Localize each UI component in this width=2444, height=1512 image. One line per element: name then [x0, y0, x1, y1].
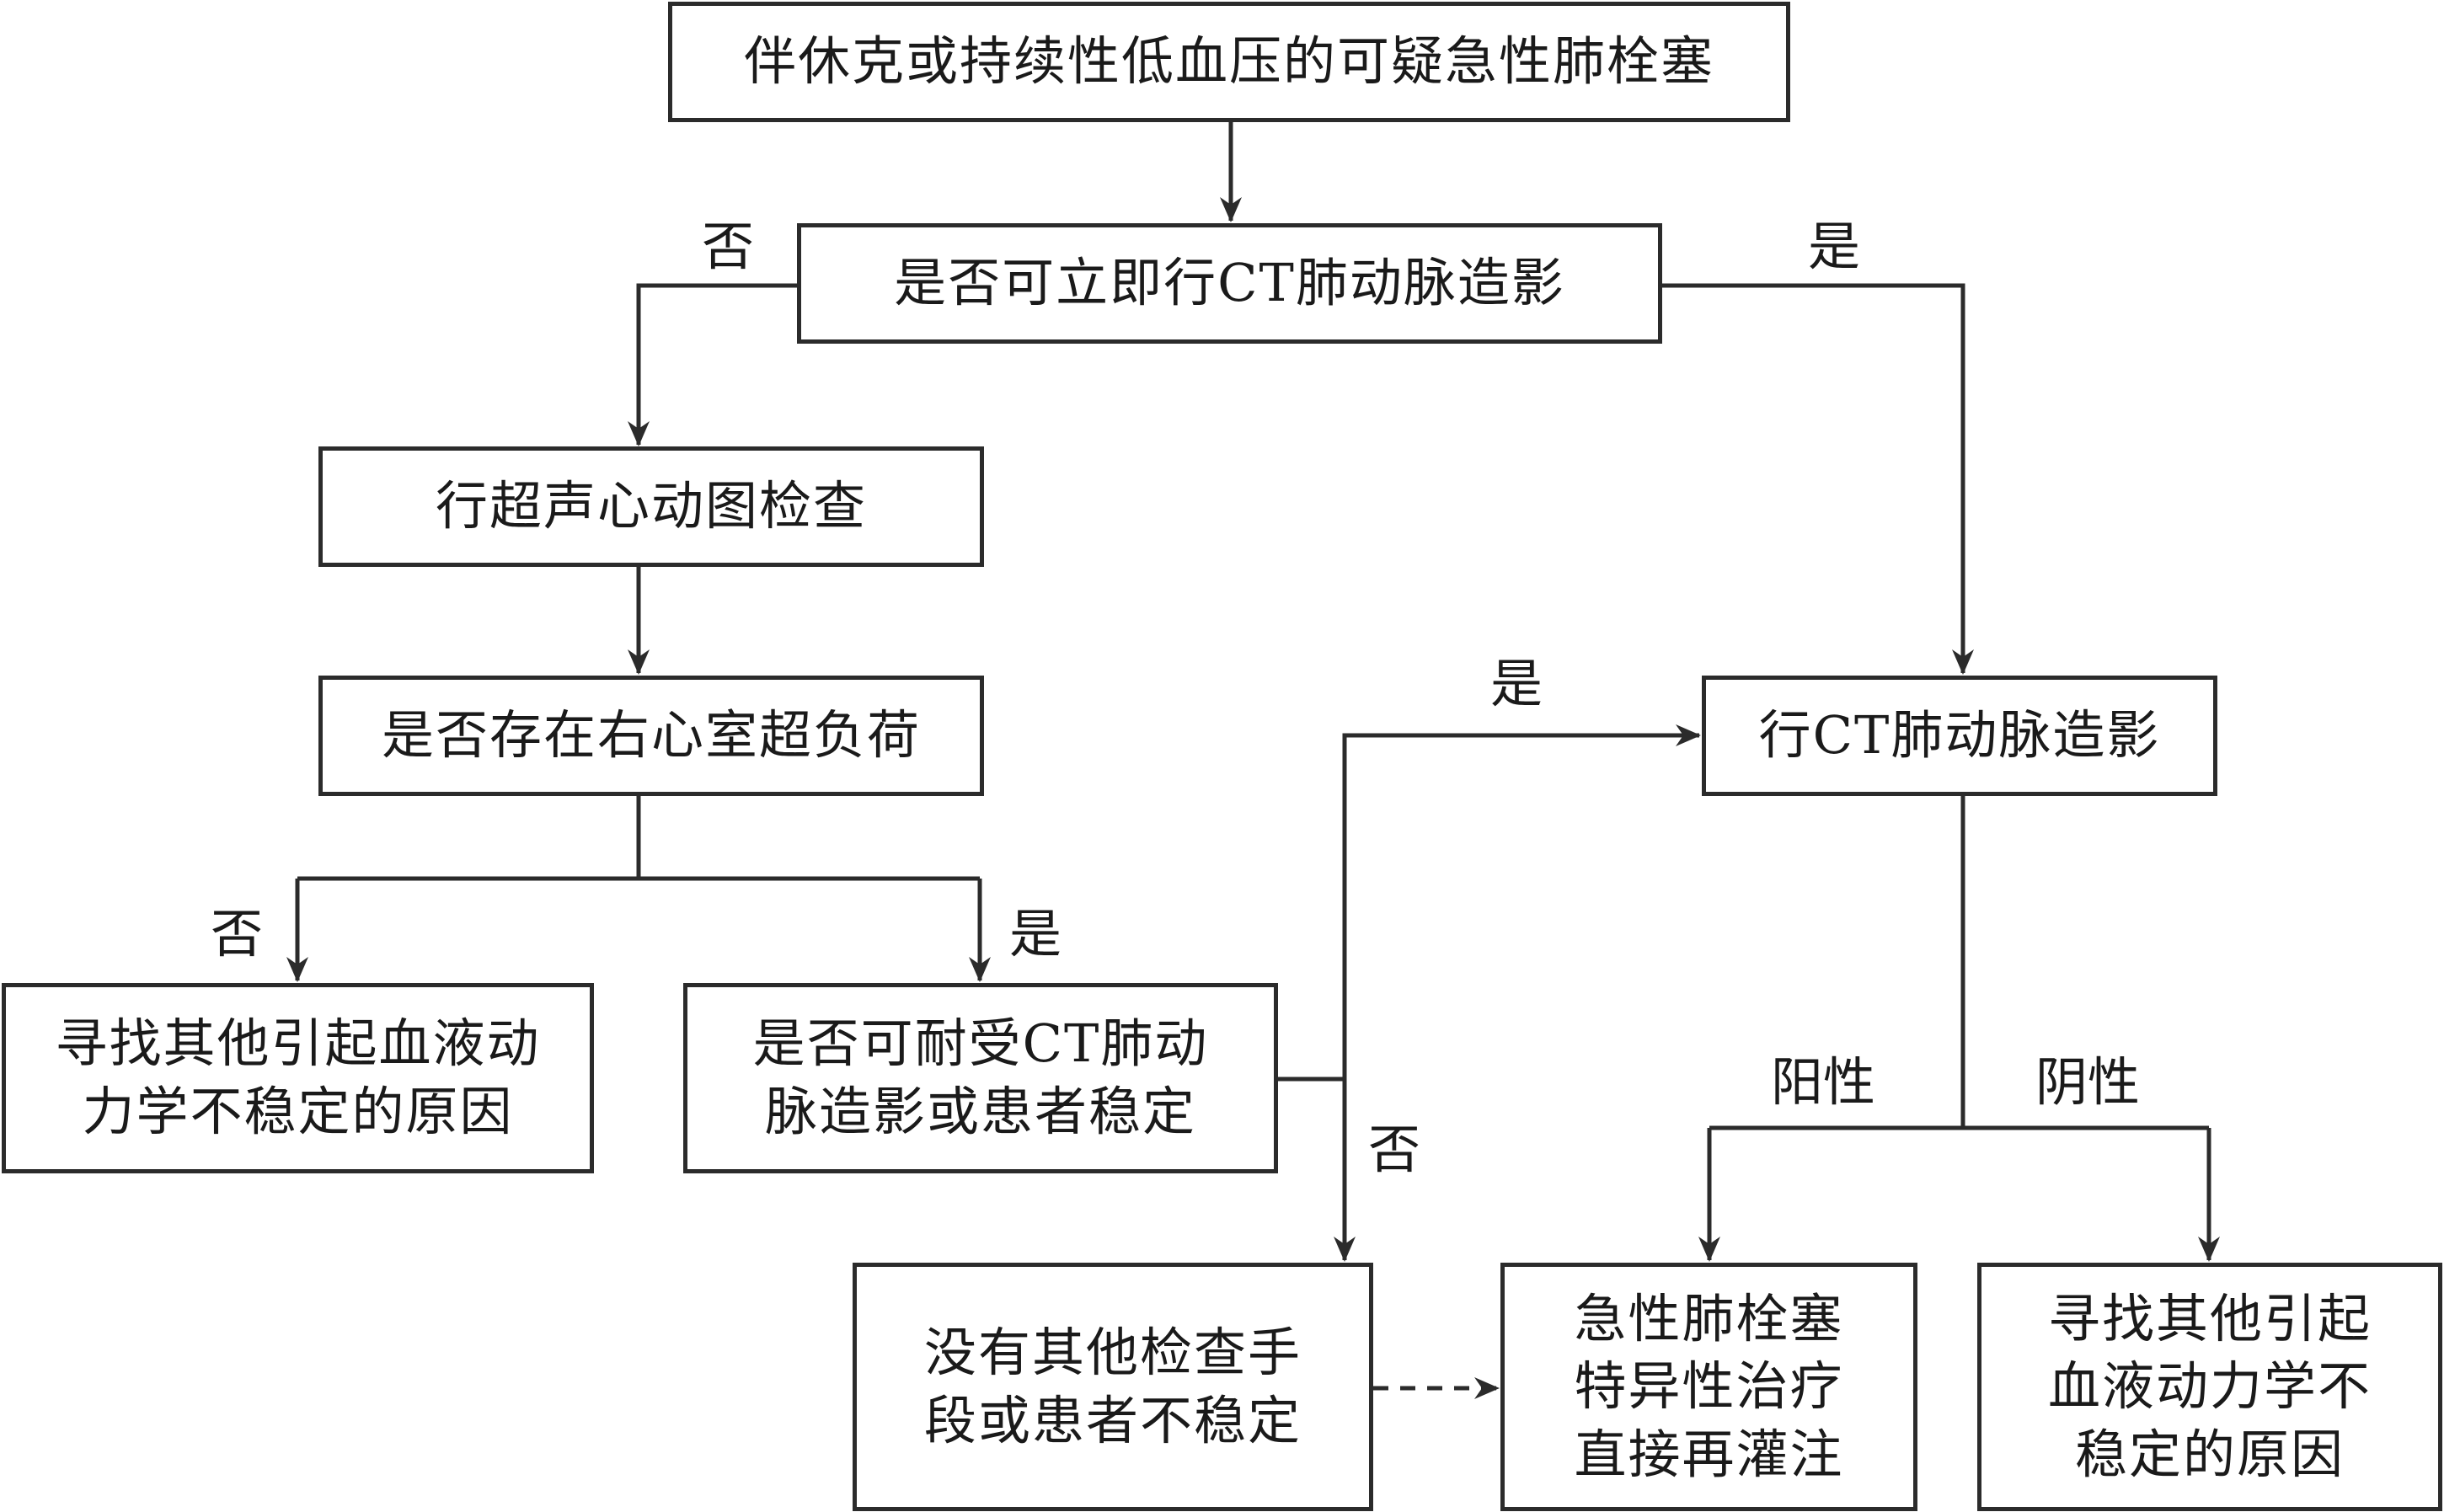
edge-ct-available-yes — [1662, 283, 1974, 675]
node-no-other-means-line-2: 段或患者不稳定 — [923, 1389, 1302, 1451]
node-pe-treatment-line-2: 特异性治疗 — [1574, 1355, 1844, 1418]
node-rv-overload-line-1: 是否存在右心室超负荷 — [381, 704, 921, 767]
node-other-cause-left-line-1: 寻找其他引起血液动 — [55, 1012, 541, 1075]
node-tolerate-ct: 是否可耐受CT肺动 脉造影或患者稳定 — [683, 983, 1278, 1173]
edge-ct-available-no — [628, 283, 797, 446]
edge-label-yes-2: 是 — [1009, 903, 1062, 964]
edge-label-negative: 阴性 — [2035, 1051, 2141, 1113]
edge-tolerate-ct-yes — [1342, 724, 1701, 1079]
node-echo-line-1: 行超声心动图检查 — [435, 475, 867, 537]
node-ct-available: 是否可立即行CT肺动脉造影 — [797, 223, 1662, 344]
node-other-cause-right-line-2: 血液动力学不 — [2047, 1355, 2372, 1418]
node-rv-overload: 是否存在右心室超负荷 — [318, 676, 984, 796]
node-other-cause-right-line-3: 稳定的原因 — [2074, 1423, 2345, 1485]
node-pe-treatment-line-3: 直接再灌注 — [1574, 1423, 1844, 1485]
node-ct-available-line-1: 是否可立即行CT肺动脉造影 — [894, 252, 1565, 314]
node-tolerate-ct-line-1: 是否可耐受CT肺动 — [752, 1012, 1209, 1075]
node-other-cause-left-line-2: 力学不稳定的原因 — [82, 1081, 514, 1142]
node-do-ct-line-1: 行CT肺动脉造影 — [1758, 704, 2161, 767]
node-do-ct: 行CT肺动脉造影 — [1702, 676, 2217, 796]
node-other-cause-right: 寻找其他引起 血液动力学不 稳定的原因 — [1977, 1263, 2442, 1511]
node-echo: 行超声心动图检查 — [318, 446, 984, 567]
node-pe-treatment: 急性肺栓塞 特异性治疗 直接再灌注 — [1500, 1263, 1917, 1511]
node-pe-treatment-line-1: 急性肺栓塞 — [1574, 1287, 1844, 1349]
edge-label-yes-1: 是 — [1808, 216, 1861, 277]
node-no-other-means: 没有其他检查手 段或患者不稳定 — [853, 1263, 1373, 1511]
edge-label-positive: 阳性 — [1771, 1051, 1876, 1113]
node-other-cause-left: 寻找其他引起血液动 力学不稳定的原因 — [2, 983, 594, 1173]
node-start-line-1: 伴休克或持续性低血压的可疑急性肺栓塞 — [743, 30, 1714, 93]
node-start: 伴休克或持续性低血压的可疑急性肺栓塞 — [668, 2, 1790, 122]
edge-label-no-3: 否 — [1368, 1119, 1421, 1180]
node-tolerate-ct-line-2: 脉造影或患者稳定 — [764, 1081, 1196, 1142]
edge-label-no-2: 否 — [211, 903, 264, 964]
edge-label-no-1: 否 — [702, 216, 755, 277]
edge-label-yes-3: 是 — [1490, 653, 1543, 714]
node-no-other-means-line-1: 没有其他检查手 — [923, 1321, 1302, 1383]
node-other-cause-right-line-1: 寻找其他引起 — [2047, 1287, 2372, 1349]
